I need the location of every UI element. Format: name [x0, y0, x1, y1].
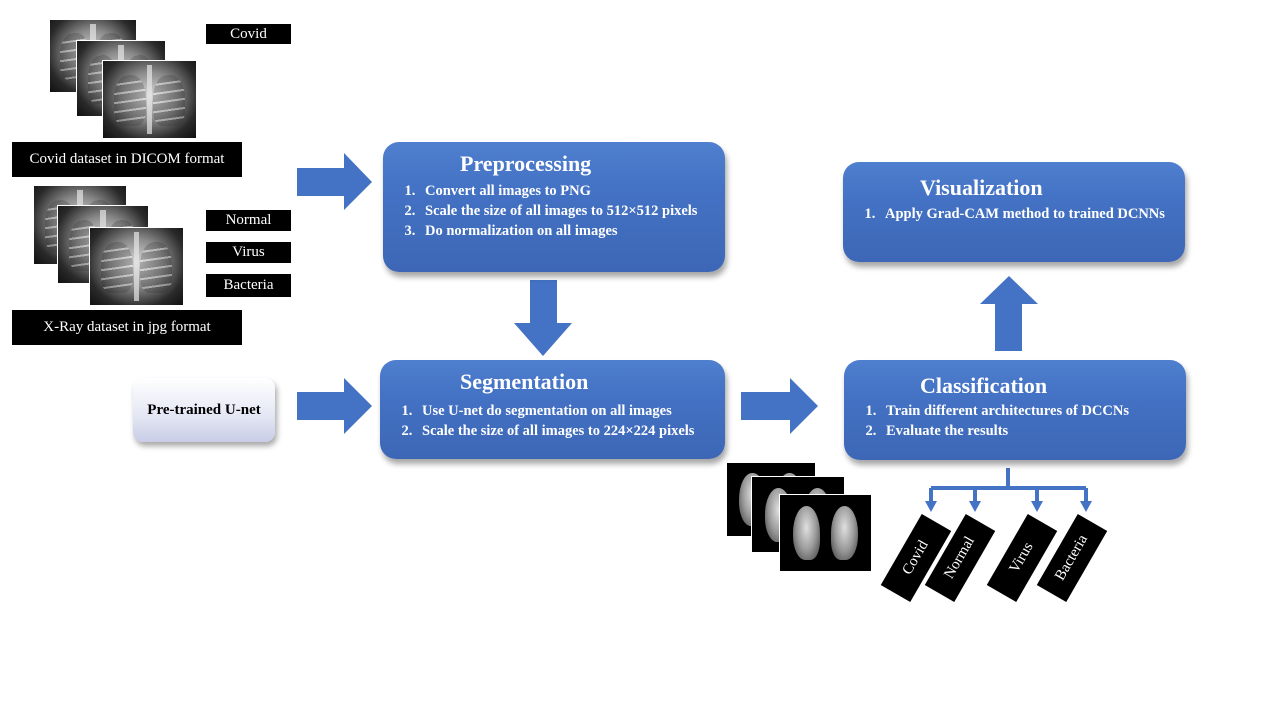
classification-steps: Train different architectures of DCCNs E…: [844, 401, 1129, 441]
arrow-segmentation-to-classification: [741, 378, 818, 434]
classification-title: Classification: [920, 373, 1048, 398]
visualization-steps: Apply Grad-CAM method to trained DCNNs: [843, 204, 1179, 224]
preprocessing-step: Scale the size of all images to 512×512 …: [419, 201, 697, 221]
virus-label: Virus: [206, 242, 291, 263]
arrow-unet-to-segmentation: [297, 378, 372, 434]
preprocessing-title: Preprocessing: [460, 151, 592, 176]
segmentation-step: Use U-net do segmentation on all images: [416, 401, 694, 421]
output-branch-arrowheads: [925, 501, 1092, 512]
segmentation-step: Scale the size of all images to 224×224 …: [416, 421, 694, 441]
segmentation-title: Segmentation: [460, 369, 589, 394]
pretrained-unet-box: Pre-trained U-net: [133, 378, 275, 442]
xray-image-3: [89, 227, 184, 306]
visualization-panel: Visualization Apply Grad-CAM method to t…: [843, 162, 1185, 262]
bacteria-label: Bacteria: [206, 274, 291, 297]
arrow-preprocessing-to-segmentation: [514, 280, 572, 356]
covid-label: Covid: [206, 24, 291, 44]
arrow-classification-to-visualization: [980, 276, 1038, 351]
output-branch-connector: [929, 468, 1088, 503]
covid-xray-image-3: [102, 60, 197, 139]
covid-dataset-label: Covid dataset in DICOM format: [12, 142, 242, 177]
preprocessing-step: Convert all images to PNG: [419, 181, 697, 201]
classification-step: Train different architectures of DCCNs: [880, 401, 1129, 421]
segmentation-steps: Use U-net do segmentation on all images …: [380, 401, 694, 441]
segmentation-panel: Segmentation Use U-net do segmentation o…: [380, 360, 725, 459]
preprocessing-step: Do normalization on all images: [419, 221, 697, 241]
classification-panel: Classification Train different architect…: [844, 360, 1186, 460]
classification-step: Evaluate the results: [880, 421, 1129, 441]
normal-label: Normal: [206, 210, 291, 231]
xray-dataset-label: X-Ray dataset in jpg format: [12, 310, 242, 345]
visualization-step: Apply Grad-CAM method to trained DCNNs: [879, 204, 1179, 224]
preprocessing-steps: Convert all images to PNG Scale the size…: [383, 181, 697, 241]
visualization-title: Visualization: [920, 175, 1043, 200]
arrow-datasets-to-preprocessing: [297, 153, 372, 210]
segmented-lung-image-3: [779, 494, 872, 572]
preprocessing-panel: Preprocessing Convert all images to PNG …: [383, 142, 725, 272]
